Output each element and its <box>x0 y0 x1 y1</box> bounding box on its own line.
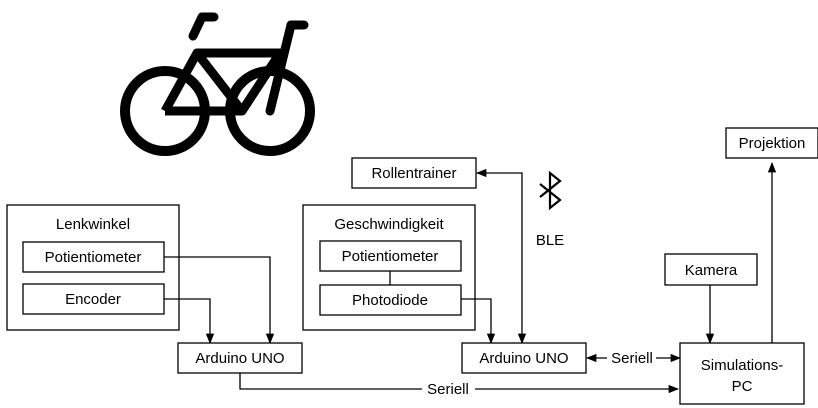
encoder-to-arduino-left <box>164 298 215 345</box>
lenkwinkel-title: Lenkwinkel <box>56 216 130 233</box>
encoder-label: Encoder <box>65 291 121 308</box>
arduino-right-box <box>461 342 587 374</box>
photodiode-label: Photodiode <box>352 292 428 309</box>
kamera-label: Kamera <box>685 262 738 279</box>
encoder-box <box>22 283 165 315</box>
geschw-potentiometer-label: Potientiometer <box>342 248 439 265</box>
seriell-bottom-label: Seriell <box>427 381 469 398</box>
geschwindigkeit-title: Geschwindigkeit <box>334 216 444 233</box>
kamera-box <box>664 253 758 286</box>
lenk-potentiometer-box <box>22 241 165 273</box>
arduino-right-rollentrainer-link <box>475 168 527 345</box>
lenk-potentiometer-label: Potientiometer <box>45 249 142 266</box>
seriell-top-label: Seriell <box>611 350 653 367</box>
photodiode-box <box>319 284 462 316</box>
rollentrainer-label: Rollentrainer <box>371 165 456 182</box>
lenk-potentiometer-to-arduino-left <box>164 256 275 345</box>
bicycle-icon <box>120 12 315 156</box>
simulations-pc-label-line2: PC <box>732 378 753 395</box>
simulations-pc-box <box>679 342 805 405</box>
geschw-potentiometer-box <box>319 240 462 272</box>
projektion-label: Projektion <box>739 135 806 152</box>
ble-label: BLE <box>536 232 564 249</box>
rollentrainer-box <box>351 157 477 189</box>
projektion-box <box>725 127 818 159</box>
arduino-left-box <box>177 342 303 374</box>
arduino-left-label: Arduino UNO <box>195 350 284 367</box>
simulations-pc-label-line1: Simulations- <box>701 357 784 374</box>
arduino-right-label: Arduino UNO <box>479 350 568 367</box>
connectors <box>164 161 777 394</box>
seriell-bottom-left-wire <box>239 372 422 390</box>
bluetooth-icon <box>539 170 562 211</box>
